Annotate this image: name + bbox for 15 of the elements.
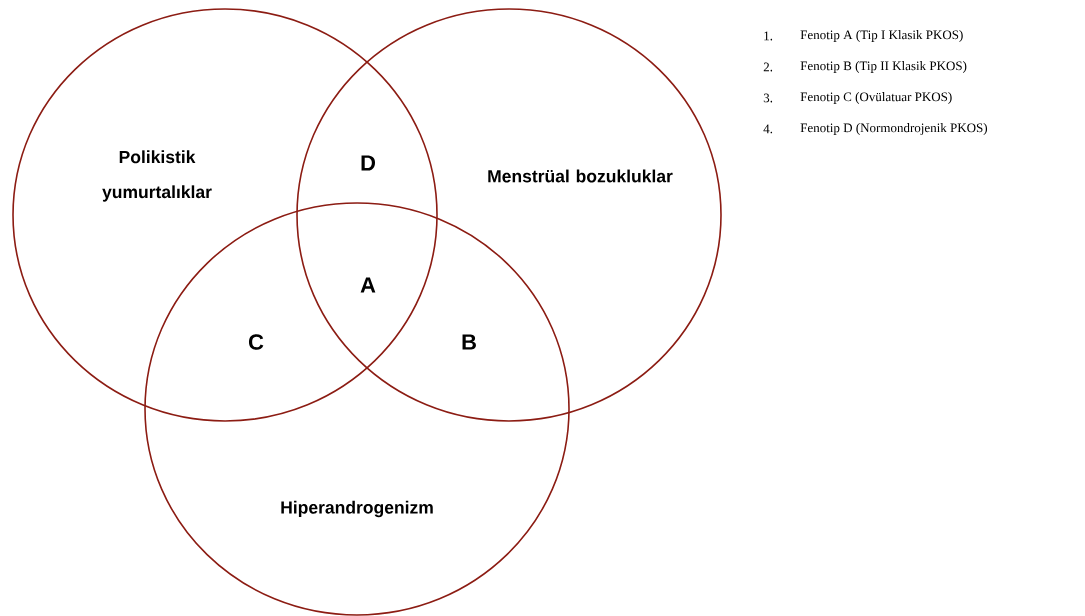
list-item: Fenotip D (Normondrojenik PKOS) xyxy=(800,123,988,135)
circle-label: Polikistik yumurtalıklar xyxy=(102,150,212,202)
circle-label: Menstrüal bozukluklar xyxy=(488,169,673,183)
list-item: Fenotip A (Tip I Klasik PKOS) xyxy=(800,30,963,42)
list-number: 3. xyxy=(763,93,773,103)
region-letter: B xyxy=(462,334,476,350)
list-item: Fenotip C (Ovülatuar PKOS) xyxy=(800,92,952,104)
region-letter: D xyxy=(361,155,376,171)
circle-label: Hiperandrogenizm xyxy=(281,500,433,518)
region-letter: C xyxy=(249,334,264,350)
list-number: 2. xyxy=(763,62,773,72)
list-number: 4. xyxy=(763,124,773,134)
list-item: Fenotip B (Tip II Klasik PKOS) xyxy=(800,61,967,73)
list-number: 1. xyxy=(764,31,773,41)
region-letter: A xyxy=(360,277,376,293)
